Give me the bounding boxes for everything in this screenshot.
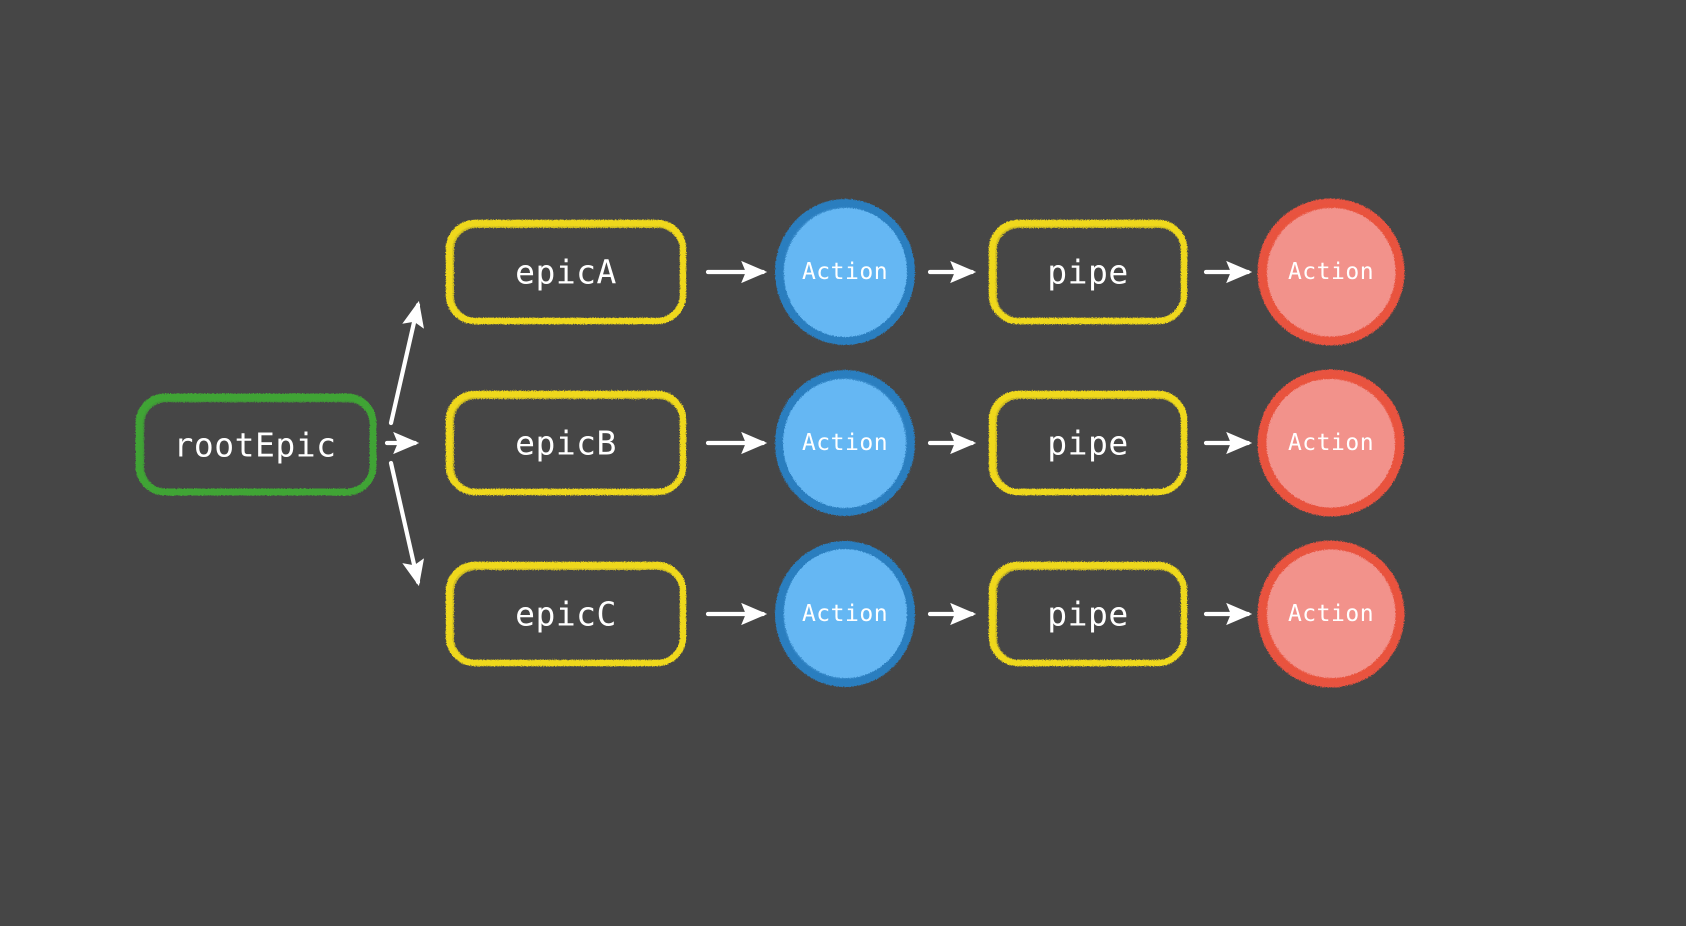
- node-actionC2[interactable]: [1257, 540, 1405, 688]
- node-actionC1[interactable]: [775, 541, 915, 687]
- node-actionB2[interactable]: [1257, 369, 1405, 517]
- node-epicA[interactable]: [445, 219, 687, 325]
- node-pipeC[interactable]: [988, 561, 1188, 667]
- edge-layer: [384, 260, 1253, 626]
- node-actionA1[interactable]: [775, 199, 915, 345]
- node-pipeA[interactable]: [988, 219, 1188, 325]
- node-pipeB[interactable]: [988, 390, 1188, 496]
- node-actionB1[interactable]: [775, 370, 915, 516]
- node-epicB[interactable]: [445, 390, 687, 496]
- node-actionA2[interactable]: [1257, 198, 1405, 346]
- node-epicC[interactable]: [445, 561, 687, 667]
- edge-rootEpic-epicC: [388, 460, 425, 587]
- node-rootEpic[interactable]: [135, 393, 377, 496]
- edge-rootEpic-epicA: [388, 300, 424, 426]
